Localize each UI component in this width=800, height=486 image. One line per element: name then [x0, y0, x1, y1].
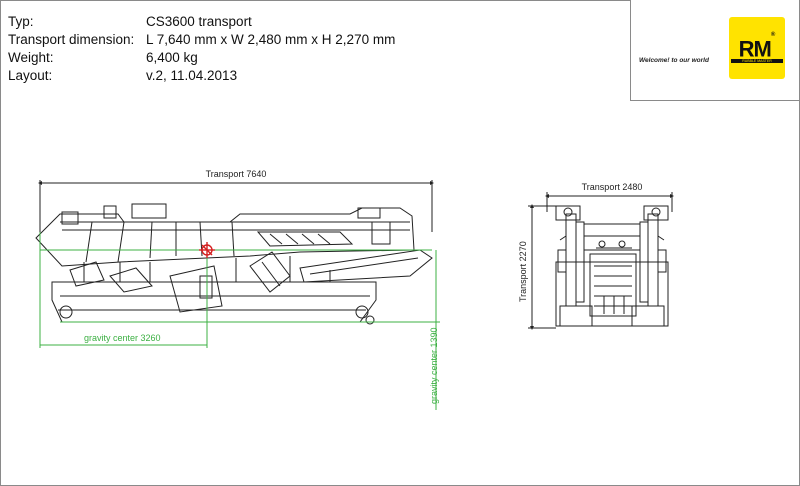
spec-label: Typ: — [8, 14, 34, 29]
center-of-gravity-marker — [199, 242, 215, 258]
spec-label: Transport dimension: — [8, 32, 135, 47]
gravity-center-y-label: gravity center 1390 — [429, 327, 439, 404]
logo-tagline: Welcome! to our world — [639, 57, 709, 64]
logo-brand-text: RM — [738, 36, 772, 62]
length-dimension-label: Transport 7640 — [206, 169, 267, 179]
spec-value: CS3600 transport — [146, 14, 252, 29]
spec-label: Weight: — [8, 50, 54, 65]
width-dimension — [545, 192, 674, 212]
length-dimension — [38, 180, 434, 232]
logo-sub-text: RUBBLE MASTER — [742, 59, 772, 63]
logo-trademark: ® — [770, 32, 776, 38]
logo-brand: RM® — [733, 32, 781, 62]
width-dimension-label: Transport 2480 — [582, 182, 643, 192]
end-view — [555, 205, 669, 327]
rm-logo: RM® RUBBLE MASTER — [729, 17, 785, 79]
spec-value: 6,400 kg — [146, 50, 198, 65]
gravity-center-x-label: gravity center 3260 — [84, 333, 161, 343]
height-dimension — [528, 204, 556, 330]
height-dimension-label: Transport 2270 — [518, 241, 528, 302]
gravity-center-lines — [39, 232, 440, 410]
side-view — [35, 203, 433, 325]
spec-value: v.2, 11.04.2013 — [146, 68, 238, 83]
spec-value: L 7,640 mm x W 2,480 mm x H 2,270 mm — [146, 32, 396, 47]
logo-subline: RUBBLE MASTER — [731, 59, 783, 63]
logo-box: Welcome! to our world RM® RUBBLE MASTER — [630, 0, 799, 101]
spec-label: Layout: — [8, 68, 53, 83]
